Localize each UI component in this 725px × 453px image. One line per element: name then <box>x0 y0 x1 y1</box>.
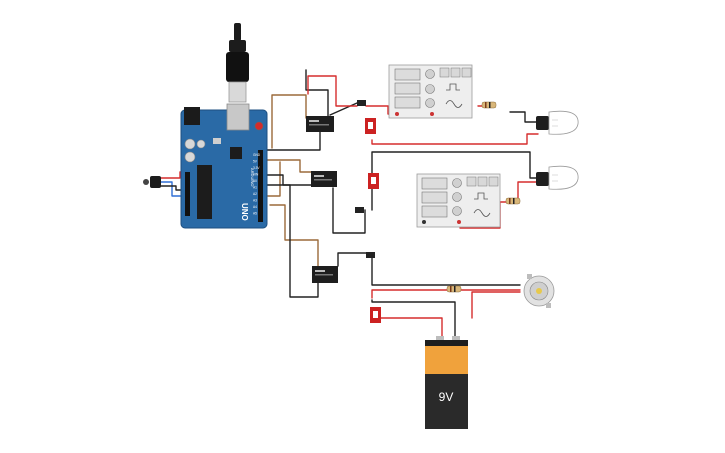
wire-signal-relay2[interactable] <box>264 159 317 173</box>
arduino-pin-label: 3.3V <box>253 166 260 170</box>
wire-red-top[interactable] <box>307 75 358 107</box>
square-wave-icon-2 <box>474 192 488 200</box>
lightbulb-icon[interactable] <box>536 110 579 135</box>
sine-wave-icon <box>445 100 463 108</box>
wire-red-motor[interactable] <box>371 289 521 299</box>
wire-sensor-black[interactable] <box>159 185 185 191</box>
arduino-pin-label: A2 <box>253 192 257 196</box>
wire-motor-gnd[interactable] <box>371 254 521 286</box>
arduino-pin-label: GND <box>253 153 261 157</box>
wire-sensor-blue[interactable] <box>159 181 185 197</box>
wire-red-batt[interactable] <box>379 317 443 339</box>
lightbulb-icon-2[interactable] <box>536 165 579 190</box>
arduino-pin-label: VIN <box>253 173 259 177</box>
wire-relay3-mid[interactable] <box>337 252 373 267</box>
function-generator-2[interactable] <box>416 173 501 228</box>
resistor-1[interactable] <box>481 101 497 109</box>
resistor-3[interactable] <box>446 285 462 293</box>
wire-relay2-down[interactable] <box>332 187 366 234</box>
battery-9v[interactable]: 9V <box>425 336 468 429</box>
wire-batt-neg[interactable] <box>371 299 456 339</box>
switch-2[interactable] <box>368 173 379 189</box>
arduino-pin-label: A0 <box>253 179 257 183</box>
sine-wave-icon-2 <box>473 209 491 217</box>
wires <box>159 69 541 339</box>
wire-relay1-sw[interactable] <box>329 102 358 116</box>
dc-motor-icon[interactable] <box>523 274 555 308</box>
wire-signal-relay3[interactable] <box>269 204 319 267</box>
arduino-sub-brand-label: ARDUINO <box>250 168 255 186</box>
arduino-pin-label: A5 <box>253 212 257 216</box>
battery-label: 9V <box>439 390 454 404</box>
wire-red-motor-batt[interactable] <box>471 291 521 319</box>
wire-gnd-relay3[interactable] <box>264 184 319 298</box>
function-generator-1[interactable] <box>388 64 473 119</box>
arduino-pin-label: 5V <box>253 160 258 164</box>
arduino-pin-label: A3 <box>253 199 257 203</box>
switch-3[interactable] <box>370 307 381 323</box>
wire-lamp1-ret[interactable] <box>509 111 539 123</box>
square-wave-icon <box>446 83 460 91</box>
wire-gnd-relay2[interactable] <box>264 174 313 186</box>
sensor-module[interactable] <box>143 176 161 188</box>
wire-signal-relay1[interactable] <box>271 94 307 149</box>
wire-lamp2-loop[interactable] <box>371 151 541 211</box>
transistor-2[interactable] <box>355 207 364 213</box>
resistor-2[interactable] <box>505 197 521 205</box>
arduino-brand-label: UNO <box>240 203 249 221</box>
relay-1[interactable] <box>306 116 334 132</box>
switch-1[interactable] <box>365 118 376 134</box>
relay-3[interactable] <box>312 266 338 283</box>
wire-gnd-relay1[interactable] <box>264 131 321 151</box>
usb-plug-icon <box>226 23 249 103</box>
transistor-3[interactable] <box>366 252 375 258</box>
relay-2[interactable] <box>311 171 337 187</box>
arduino-pin-label: A1 <box>253 186 257 190</box>
wire-relay1-line[interactable] <box>305 69 329 119</box>
arduino-pin-label: A4 <box>253 205 257 209</box>
wire-red-lamp1[interactable] <box>371 133 539 145</box>
wire-sensor-red[interactable] <box>159 171 185 179</box>
transistor-1[interactable] <box>357 100 366 106</box>
wire-signal-relay-extra[interactable] <box>267 161 281 197</box>
